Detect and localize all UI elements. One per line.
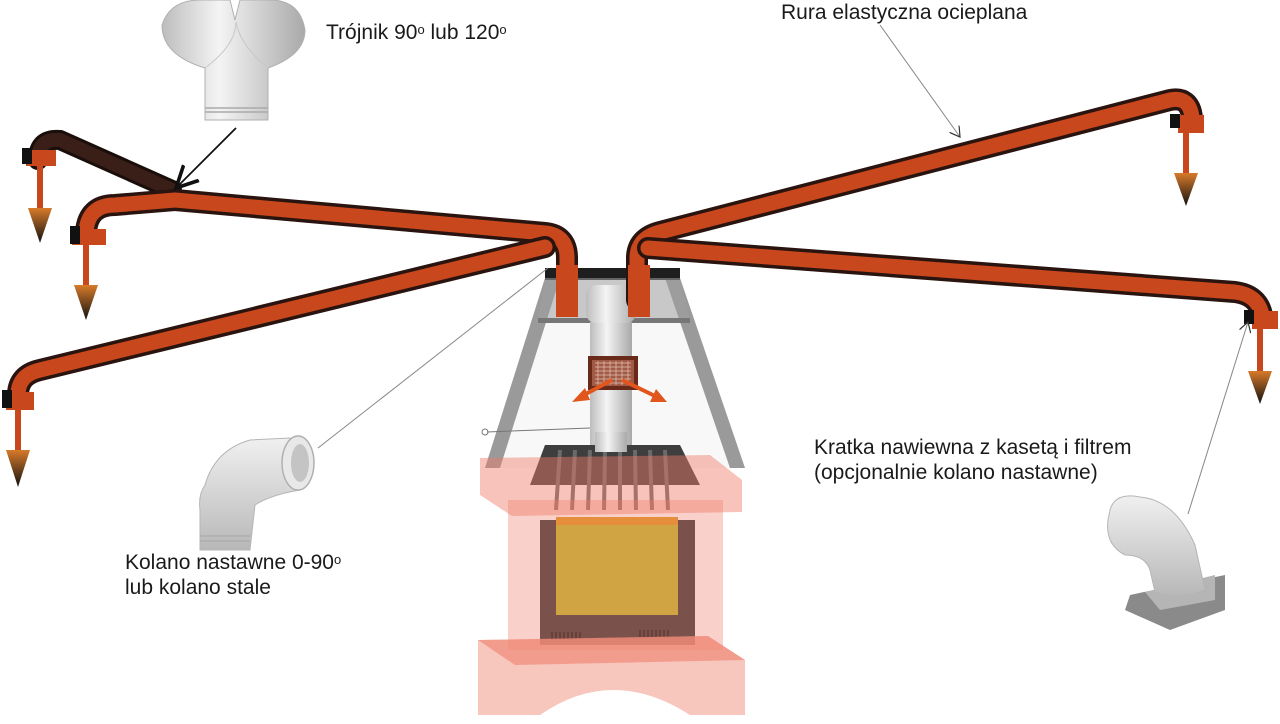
outlet-arrow [1170, 114, 1204, 206]
outlets [2, 114, 1278, 487]
elbow-label: Kolano nastawne 0-90o lub kolano stale [125, 550, 341, 600]
outlet-arrow [22, 148, 56, 243]
tee-label: Trójnik 90o lub 120o [326, 20, 507, 45]
grille-label-line2: (opcjonalnie kolano nastawne) [814, 461, 1098, 484]
fireplace-assembly [478, 268, 745, 715]
supply-grille-with-elbow [1107, 495, 1225, 630]
right-riser [628, 265, 650, 317]
flex-pipe-pointer-line [879, 24, 960, 137]
tee-pointer-arrow [176, 127, 237, 188]
grille-pointer-line [1187, 322, 1248, 515]
elbow-label-line1: Kolano nastawne 0-90 [125, 551, 334, 574]
degree-sign: o [334, 552, 342, 567]
left-riser [556, 265, 578, 317]
hood-grille [572, 356, 667, 402]
fireplace-insert [530, 432, 700, 645]
elbow-label-line2: lub kolano stale [125, 576, 271, 599]
fireplace-casing [478, 455, 745, 715]
tee-label-text: Trójnik 90 [326, 21, 418, 44]
grille-label-line1: Kratka nawiewna z kasetą i filtrem [814, 436, 1132, 459]
elbow-pointer-line [317, 267, 549, 449]
y-tee-fitting [161, 0, 306, 121]
outlet-arrow [2, 390, 34, 487]
outlet-arrow [70, 226, 106, 320]
degree-sign: o [499, 22, 507, 37]
adjustable-elbow [199, 435, 315, 551]
degree-sign: o [417, 22, 425, 37]
tee-label-alt: lub 120 [424, 21, 500, 44]
outlet-arrow [1244, 310, 1278, 404]
grille-label: Kratka nawiewna z kasetą i filtrem (opcj… [814, 435, 1131, 485]
flex-pipe-label: Rura elastyczna ocieplana [781, 1, 1028, 24]
